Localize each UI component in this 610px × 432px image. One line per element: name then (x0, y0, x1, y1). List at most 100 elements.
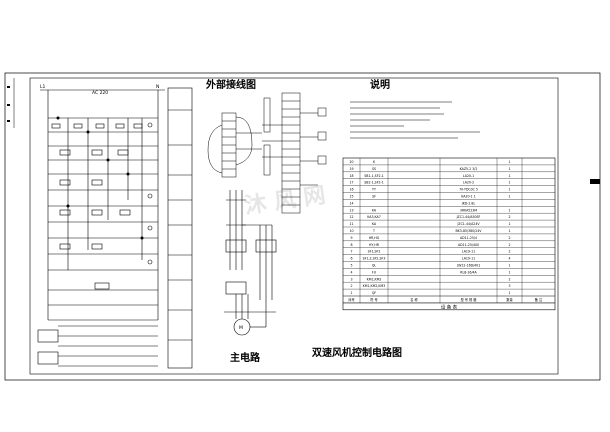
table-cell: 7 (350, 250, 352, 254)
table-header-cell: 备 注 (535, 297, 543, 302)
table-cell: 3RKA523M (460, 208, 478, 212)
table-cell: 1 (508, 270, 510, 274)
table-cell: T (372, 229, 375, 233)
table-header-cell: 符 号 (370, 297, 377, 302)
table-cell: 9 (350, 236, 352, 240)
table-cell: 1 (508, 222, 510, 226)
supply-label: AC 220 (92, 90, 108, 96)
table-cell: LW12-16D/401 (457, 263, 481, 267)
table-cell: 1 (508, 194, 510, 198)
drawing-title: 双速风机控制电路图 (312, 346, 402, 359)
table-cell: 1 (508, 181, 510, 185)
outer-frame (4, 72, 601, 381)
main-circuit-title: 主电路 (230, 351, 261, 364)
table-cell: QL (372, 263, 377, 267)
table-cell: BK3-85/380/24V (456, 229, 483, 233)
table-cell: 1 (508, 263, 510, 267)
table-cell: LA20-2 (463, 181, 474, 185)
table-cell: 13 (349, 208, 353, 212)
table-cell: 3 (350, 277, 352, 281)
table-cell: AD11-25/4 (460, 236, 477, 240)
table-cell: 2 (508, 277, 510, 281)
table-cell: 18 (349, 174, 353, 178)
terminal-strip-1 (207, 112, 262, 178)
table-cell: 1 (508, 167, 510, 171)
table-cell: KA (372, 208, 377, 212)
table-cell: 16 (349, 188, 353, 192)
table-cell: 12 (349, 215, 353, 219)
table-header-cell: 数量 (506, 297, 513, 302)
table-cell: 1 (508, 208, 510, 212)
table-cell: QF (372, 291, 377, 295)
terminal-l1: L1 (40, 84, 46, 90)
table-cell: RL8-16/4A (460, 270, 477, 274)
notes-title: 说明 (370, 78, 390, 91)
table-cell: LA20-1 (463, 174, 474, 178)
terminal-n: N (156, 84, 159, 90)
table-cell: 8 (350, 243, 352, 247)
table-cell: 1 (508, 188, 510, 192)
table-cell: JZC1-44/A24V (456, 222, 480, 226)
table-cell: 1 (508, 160, 510, 164)
table-cell: 2 (508, 243, 510, 247)
table-cell: SS (372, 167, 376, 171)
table-cell: 19 (349, 167, 353, 171)
function-column (167, 87, 193, 369)
table-cell: K (373, 160, 376, 164)
table-cell: 1 (350, 291, 352, 295)
table-cell: KM1,KM2 (367, 277, 382, 281)
table-cell: KM1,KM2,KM3 (363, 284, 386, 288)
table-header-cell: 序号 (348, 297, 354, 302)
table-cell: YT (372, 188, 376, 192)
table-cell: 1 (508, 229, 510, 233)
side-marker (590, 179, 600, 184)
left-strip-marks (7, 86, 10, 122)
table-cell: KA3,KA7 (367, 215, 381, 219)
table-cell: 2 (508, 236, 510, 240)
table-cell: AD11-25/400 (458, 243, 479, 247)
table-cell: 2 (350, 284, 352, 288)
table-cell: 11 (349, 222, 353, 226)
table-cell: SF1,SF2 (368, 250, 381, 254)
external-wiring-title: 外部接线图 (205, 78, 256, 91)
table-cell: LA19-11 (462, 250, 475, 254)
table-cell: JZC1-44/A50SF (456, 215, 481, 219)
table-cell: 2 (508, 250, 510, 254)
motor-label: M (239, 325, 243, 331)
table-cell: SF1,2,SF2,SF3 (363, 257, 386, 261)
table-header-cell: 名 称 (410, 297, 418, 302)
table-cell: SB1-1,SF2-1 (364, 174, 384, 178)
table-cell: SF (372, 194, 376, 198)
table-cell: 70-TDC0C 5 (459, 188, 478, 192)
table-cell: SB2-1,SF2-1 (364, 181, 384, 185)
table-cell: 3 (508, 284, 510, 288)
table-cell: LA19-11 (462, 257, 475, 261)
table-header-cell: 型 号 规 格 (461, 297, 478, 302)
main-circuit (224, 190, 277, 336)
table-cell: KAZ5-2 3/2 (460, 167, 478, 171)
table-cell: FU (372, 270, 377, 274)
watermark: 沐 风 网 (243, 183, 327, 219)
table-cell: KA (372, 222, 377, 226)
table-cell: 10 (349, 229, 353, 233)
terminal-strip-2 (262, 92, 327, 214)
table-cell: HY,HR (369, 243, 380, 247)
table-cell: 20 (349, 160, 353, 164)
table-cell: 6 (350, 257, 352, 261)
table-cell: 1 (508, 291, 510, 295)
control-circuit (37, 89, 165, 367)
table-cell: 2 (508, 215, 510, 219)
table-cell: 5 (350, 263, 352, 267)
table-cell: 15 (349, 194, 353, 198)
table-cell: JKD-2.8L (461, 201, 476, 205)
inner-frame (29, 77, 559, 375)
notes-lines (350, 101, 480, 139)
table-cell: 14 (349, 201, 353, 205)
table-title: 设 备 表 (441, 303, 458, 310)
table-cell: KA20-1 1 (461, 194, 476, 198)
table-cell: 4 (508, 257, 510, 261)
table-cell: 1 (508, 174, 510, 178)
table-cell: 17 (349, 181, 353, 185)
